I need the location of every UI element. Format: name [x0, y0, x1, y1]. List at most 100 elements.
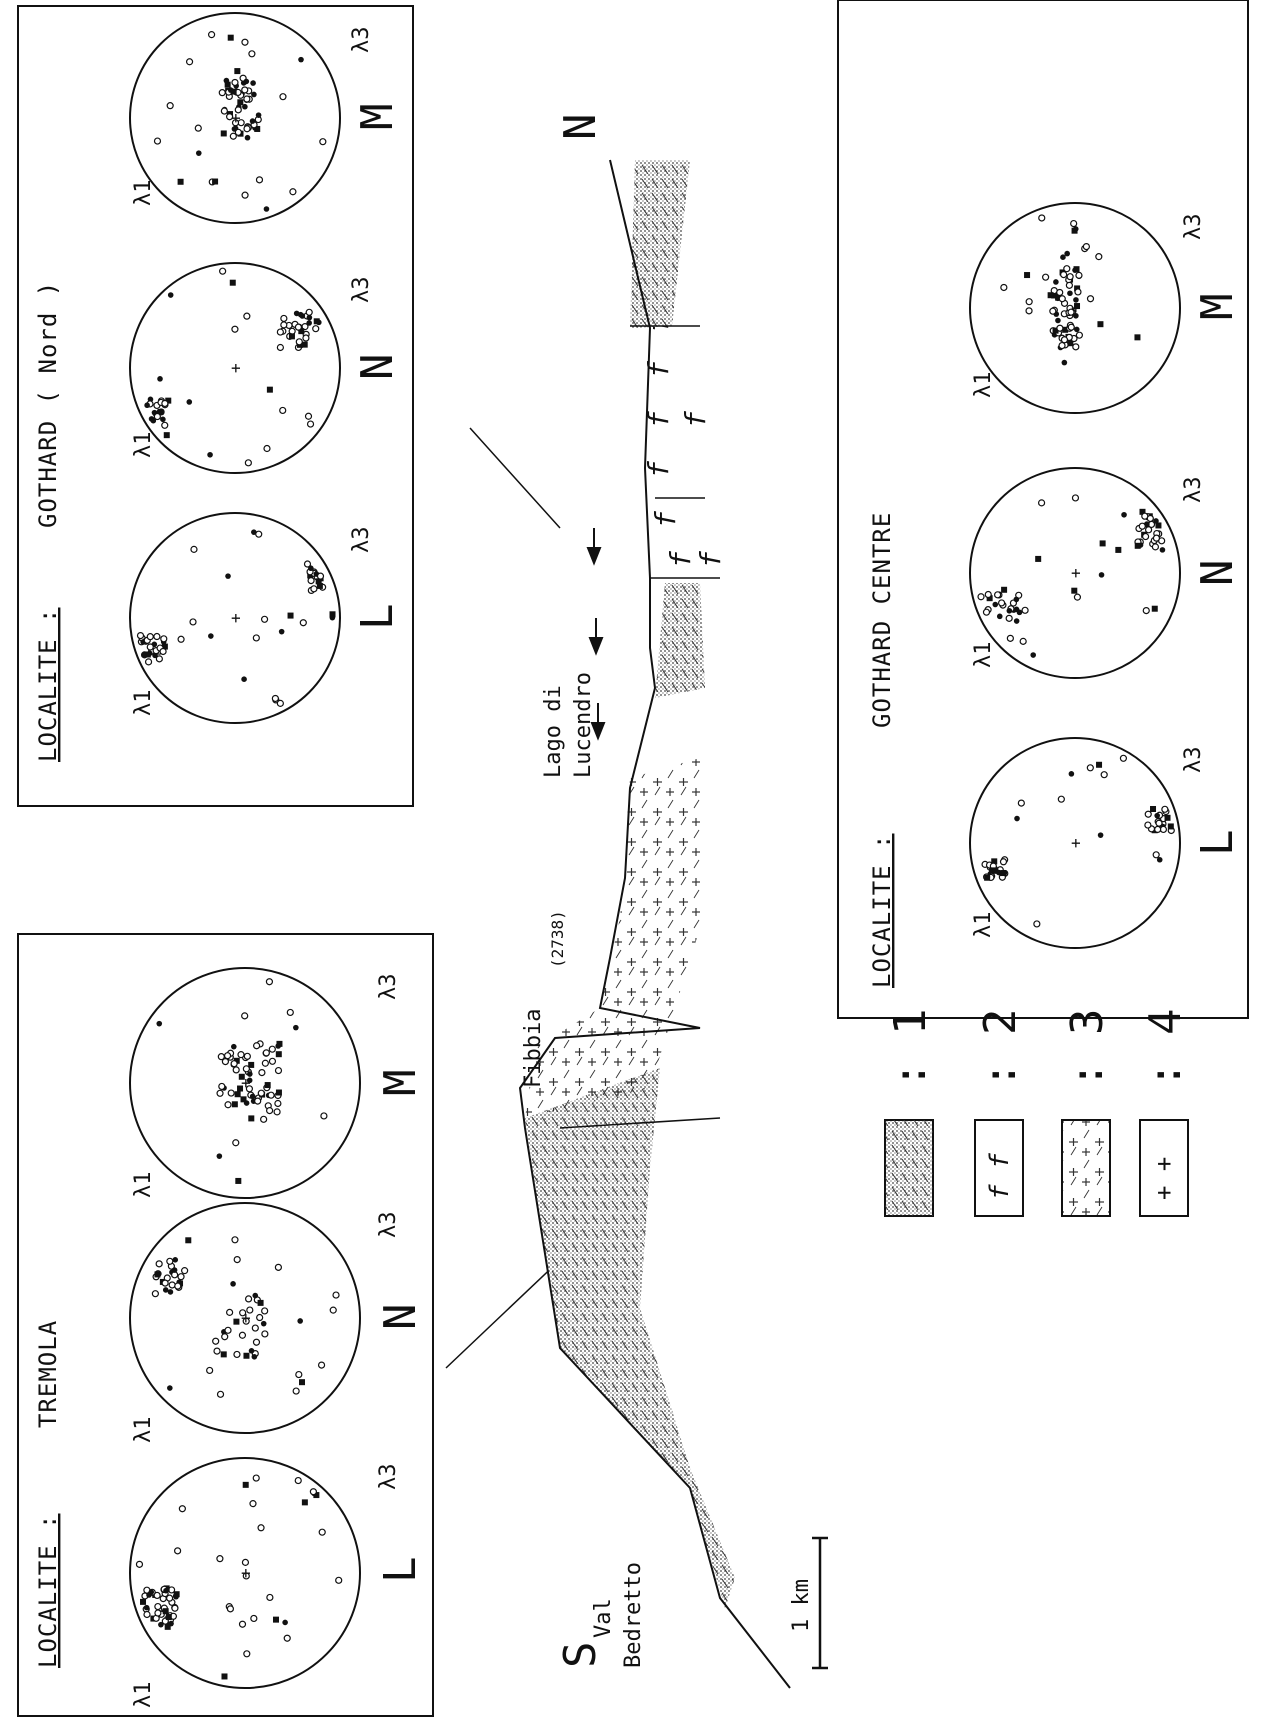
pole-open-circle — [242, 1559, 248, 1565]
pole-open-circle — [1022, 607, 1028, 613]
pole-filled-circle — [208, 633, 214, 639]
pole-open-circle — [280, 94, 286, 100]
pole-filled-circle — [261, 1321, 267, 1327]
pole-open-circle — [242, 1013, 248, 1019]
panel-title: GOTHARD CENTRE — [868, 512, 896, 728]
pole-filled-circle — [160, 417, 166, 423]
pole-open-circle — [244, 1651, 250, 1657]
pole-open-circle — [1145, 811, 1151, 817]
pole-open-circle — [175, 1548, 181, 1554]
pole-open-circle — [235, 107, 241, 113]
lambda1-label: λ1 — [971, 912, 996, 939]
stereonet-N: λ1 λ3 N + — [130, 263, 403, 473]
pole-open-circle — [231, 1061, 237, 1067]
pole-open-circle — [191, 546, 197, 552]
pole-open-circle — [1101, 772, 1107, 778]
lambda1-label: λ1 — [131, 1172, 156, 1199]
pole-filled-square — [289, 333, 295, 339]
pole-filled-circle — [245, 135, 251, 141]
pole-open-circle — [244, 1053, 250, 1059]
pole-open-circle — [156, 1261, 162, 1267]
pole-filled-circle — [244, 79, 250, 85]
pole-filled-circle — [1064, 251, 1070, 257]
pole-filled-square — [1134, 334, 1140, 340]
pole-open-circle — [306, 309, 312, 315]
pole-open-circle — [222, 1334, 228, 1340]
pole-filled-circle — [168, 292, 174, 298]
pole-filled-circle — [1030, 652, 1036, 658]
pole-open-circle — [217, 1556, 223, 1562]
lambda1-label: λ1 — [971, 372, 996, 399]
pole-open-circle — [277, 344, 283, 350]
pole-open-circle — [1146, 527, 1152, 533]
pole-open-circle — [269, 1046, 275, 1052]
pole-filled-square — [221, 1673, 227, 1679]
net-letter: L — [375, 1557, 426, 1584]
pole-filled-circle — [251, 92, 257, 98]
pole-open-circle — [999, 600, 1005, 606]
pole-filled-circle — [1002, 870, 1008, 876]
pole-filled-square — [1071, 588, 1077, 594]
legend-item-3: : 3 — [1062, 1009, 1113, 1216]
pole-open-circle — [1120, 755, 1126, 761]
pole-open-circle — [220, 268, 226, 274]
pole-filled-circle — [1055, 318, 1061, 324]
pole-open-circle — [281, 322, 287, 328]
pole-open-circle — [269, 1058, 275, 1064]
pole-open-circle — [333, 1292, 339, 1298]
pole-open-circle — [230, 133, 236, 139]
pole-open-circle — [254, 1043, 260, 1049]
pole-open-circle — [295, 1478, 301, 1484]
pole-filled-circle — [1014, 618, 1020, 624]
pole-filled-circle — [207, 452, 213, 458]
pole-open-circle — [213, 1338, 219, 1344]
fibbia-label: Fibbia — [521, 1009, 546, 1088]
stereonet-L: λ1 λ3 L + — [130, 1458, 426, 1708]
stereonet-L: λ1 λ3 L + — [970, 738, 1243, 948]
pole-filled-square — [166, 1614, 172, 1620]
panel-gothard-centre: LOCALITE : GOTHARD CENTRE λ1 λ3 L + λ1 λ… — [838, 0, 1248, 1018]
pole-open-circle — [1073, 344, 1079, 350]
pole-filled-square — [265, 1082, 271, 1088]
pole-open-circle — [275, 1264, 281, 1270]
pole-open-circle — [1039, 215, 1045, 221]
pole-open-circle — [303, 335, 309, 341]
pole-filled-circle — [230, 1281, 236, 1287]
pole-open-circle — [138, 633, 144, 639]
pole-filled-square — [243, 1353, 249, 1359]
lambda3-label: λ3 — [349, 27, 374, 54]
panel-title: GOTHARD ( Nord ) — [34, 281, 62, 528]
pole-filled-square — [1152, 606, 1158, 612]
pole-filled-circle — [231, 1044, 237, 1050]
lambda3-label: λ3 — [349, 527, 374, 554]
pole-filled-square — [1150, 806, 1156, 812]
pole-open-circle — [267, 1108, 273, 1114]
pole-open-circle — [306, 413, 312, 419]
pole-open-circle — [281, 315, 287, 321]
pole-filled-square — [1001, 587, 1007, 593]
lambda1-label: λ1 — [131, 1417, 156, 1444]
pole-open-circle — [154, 1592, 160, 1598]
pole-open-circle — [250, 1501, 256, 1507]
pole-open-circle — [225, 1327, 231, 1333]
pole-open-circle — [1152, 544, 1158, 550]
lambda1-label: λ1 — [131, 1682, 156, 1709]
pole-open-circle — [266, 979, 272, 985]
localite-label: LOCALITE : — [34, 1514, 62, 1669]
pole-filled-square — [164, 432, 170, 438]
pole-open-circle — [995, 592, 1001, 598]
pole-open-circle — [147, 634, 153, 640]
net-center-mark: + — [226, 113, 245, 123]
pole-filled-circle — [157, 376, 163, 382]
pole-filled-circle — [217, 1153, 223, 1159]
pole-open-circle — [178, 1274, 184, 1280]
lambda3-label: λ3 — [376, 974, 401, 1001]
net-center-mark: + — [236, 1078, 255, 1088]
legend-number: : 2 — [975, 1009, 1026, 1088]
pole-open-circle — [1001, 284, 1007, 290]
pole-open-circle — [1156, 820, 1162, 826]
legend-symbol: + + — [1150, 1157, 1178, 1200]
pole-filled-square — [221, 1351, 227, 1357]
pole-filled-circle — [252, 1354, 258, 1360]
pole-filled-square — [273, 1617, 279, 1623]
